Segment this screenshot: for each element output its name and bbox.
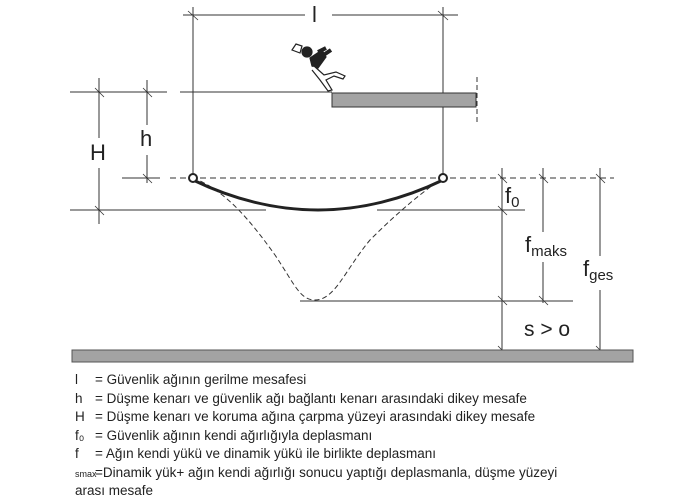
legend-item: h= Düşme kenarı ve güvenlik ağı bağlantı…	[75, 390, 527, 406]
legend: l= Güvenlik ağının gerilme mesafesi h= D…	[75, 372, 557, 502]
platform	[331, 92, 477, 108]
label-fmaks: fmaks	[525, 232, 567, 260]
legend-item: H= Düşme kenarı ve koruma ağına çarpma y…	[75, 409, 536, 424]
label-H: H	[90, 140, 106, 165]
label-fges: fges	[583, 256, 614, 284]
legend-item: l= Güvenlik ağının gerilme mesafesi	[75, 372, 307, 387]
label-l: l	[312, 2, 317, 27]
label-s-gt-o: s > o	[524, 318, 571, 341]
legend-item: smax=Dinamik yük+ ağın kendi ağırlığı so…	[75, 464, 558, 480]
safety-net	[192, 178, 444, 212]
net-anchor-right	[438, 173, 448, 183]
falling-worker-icon	[291, 43, 346, 92]
net-anchor-left	[188, 173, 198, 183]
label-h: h	[140, 126, 153, 151]
legend-item: f₀= Güvenlik ağının kendi ağırlığıyla de…	[75, 427, 373, 443]
deflected-net	[192, 177, 444, 301]
label-f0: f0	[505, 183, 520, 211]
legend-item: f= Ağın kendi yükü ve dinamik yükü ile b…	[75, 446, 437, 461]
ground-surface	[71, 349, 634, 363]
legend-item: arası mesafe	[75, 483, 154, 498]
